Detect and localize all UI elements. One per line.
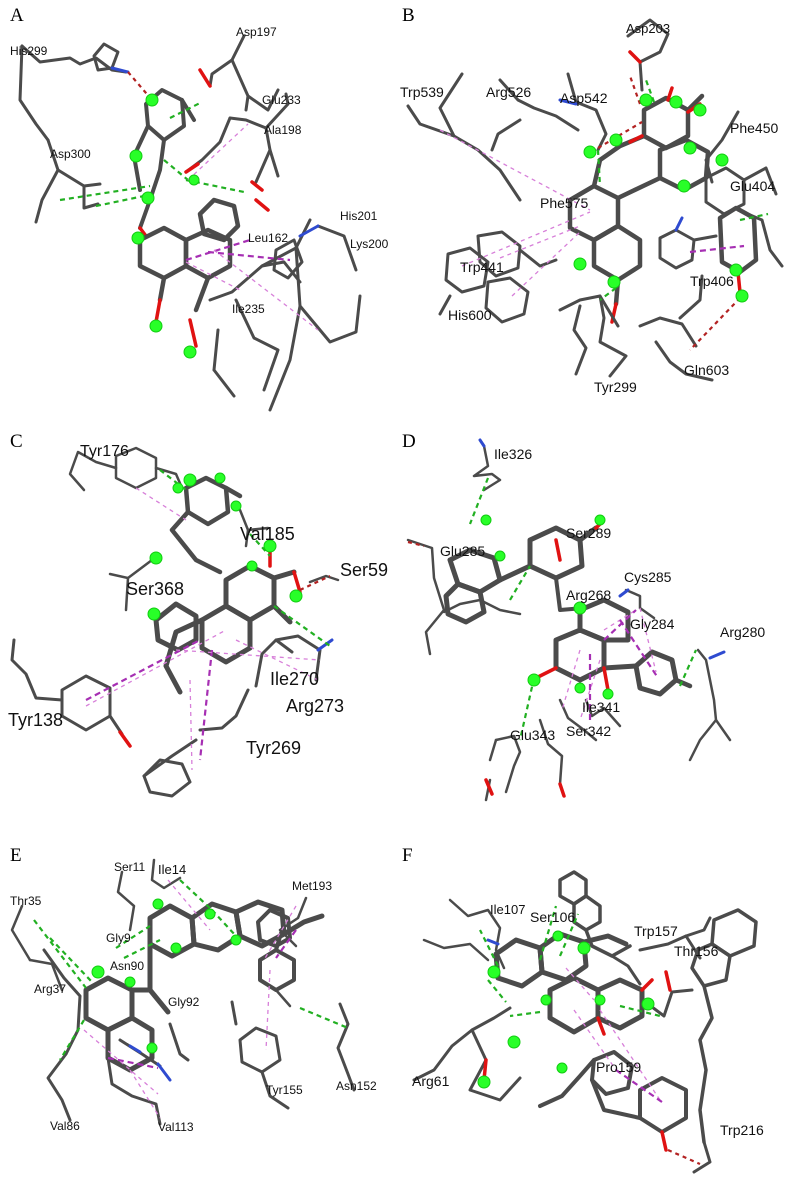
residue-label: Asp300 [50, 147, 91, 161]
panel-d-label: D [402, 431, 416, 452]
residue-label: Gly9 [106, 931, 131, 945]
residue-label: Val185 [240, 524, 295, 544]
residue-label: Gln603 [684, 362, 729, 378]
residue-label: Glu233 [262, 93, 301, 107]
residue-label: Ile341 [582, 699, 620, 715]
panel-f: F [402, 845, 764, 1174]
residue-label: Ser59 [340, 560, 388, 580]
residue-label: Trp539 [400, 84, 444, 100]
residue-label: Ala198 [264, 123, 302, 137]
residue-label: Arg61 [412, 1073, 450, 1089]
residue-label: Asp542 [560, 90, 608, 106]
residue-label: Ile14 [158, 862, 186, 877]
residue-label: Glu343 [510, 727, 555, 743]
residue-label: Ile326 [494, 446, 532, 462]
residue-label: His201 [340, 209, 378, 223]
residue-label: Trp441 [460, 259, 504, 275]
residue-label: Tyr299 [594, 379, 637, 395]
residue-label: Arg37 [34, 982, 66, 996]
residue-label: Thr35 [10, 894, 42, 908]
residue-label: Phe450 [730, 120, 778, 136]
residue-label: Ser106 [530, 909, 575, 925]
residue-label: Trp157 [634, 923, 678, 939]
residue-label: Trp216 [720, 1122, 764, 1138]
residue-label: Asp197 [236, 25, 277, 39]
residue-label: His600 [448, 307, 492, 323]
residue-label: Gly284 [630, 616, 675, 632]
residue-label: Thr156 [674, 943, 719, 959]
residue-label: Ile270 [270, 669, 319, 689]
panel-e-label: E [10, 845, 22, 866]
panel-c-label: C [10, 431, 23, 452]
residue-label: Ser342 [566, 723, 611, 739]
residue-label: Tyr155 [266, 1083, 303, 1097]
residue-label: Leu162 [248, 231, 288, 245]
residue-label: Tyr269 [246, 738, 301, 758]
residue-label: Tyr138 [8, 710, 63, 730]
residue-label: Arg526 [486, 84, 531, 100]
residue-label: Ile235 [232, 302, 265, 316]
residue-label: Tyr176 [80, 443, 129, 460]
residue-label: Asn90 [110, 959, 144, 973]
residue-label: Trp406 [690, 273, 734, 289]
residue-label: Ser368 [126, 579, 184, 599]
residue-label: Val113 [158, 1120, 194, 1134]
residue-label: Ser11 [114, 860, 145, 874]
residue-label: Val86 [50, 1119, 80, 1133]
panel-e: E [10, 845, 377, 1134]
panel-b: B [400, 5, 784, 395]
residue-label: Pro159 [596, 1059, 641, 1075]
residue-label: Lys200 [350, 237, 389, 251]
residue-label: Ile107 [490, 902, 525, 917]
residue-label: Phe575 [540, 195, 588, 211]
panel-b-label: B [402, 5, 415, 26]
residue-label: Gly92 [168, 995, 200, 1009]
residue-label: Glu404 [730, 178, 775, 194]
residue-label: Arg280 [720, 624, 765, 640]
panel-c: C [8, 431, 388, 798]
residue-label: Glu285 [440, 543, 485, 559]
residue-label: His299 [10, 44, 48, 58]
panel-f-label: F [402, 845, 413, 866]
residue-label: Arg273 [286, 696, 344, 716]
residue-label: Ser289 [566, 525, 611, 541]
residue-label: Arg268 [566, 587, 611, 603]
panel-a-label: A [10, 5, 24, 26]
residue-label: Met193 [292, 879, 332, 893]
residue-label: Cys285 [624, 569, 672, 585]
residue-label: Asn152 [336, 1079, 377, 1093]
panel-a: A [10, 5, 389, 412]
panel-d: D [402, 431, 765, 802]
residue-label: Asp203 [626, 21, 670, 36]
